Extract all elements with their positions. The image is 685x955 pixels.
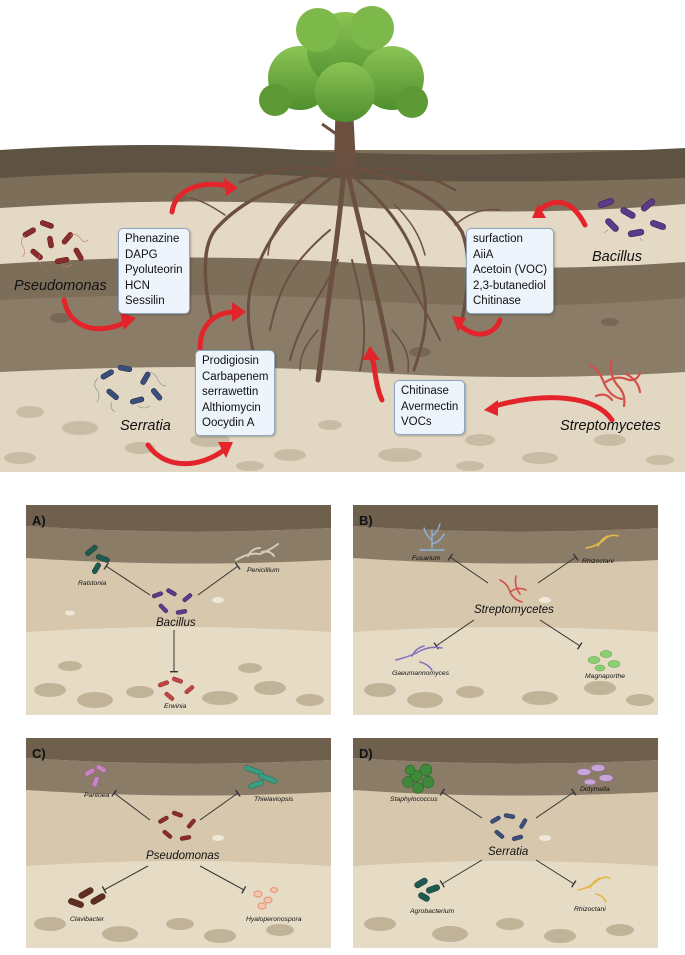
- arrow-pseudomonas-to-box: [61, 297, 129, 332]
- metabolite-label: Avermectin: [401, 400, 459, 413]
- main-arrows: [61, 178, 615, 467]
- panel-d-target-label: Staphylococcus: [390, 796, 438, 803]
- metabolite-label: DAPG: [125, 248, 158, 261]
- metabolite-label: Althiomycin: [202, 401, 261, 414]
- metabolite-label: VOCs: [401, 416, 432, 428]
- streptomycetes-label: Streptomycetes: [560, 418, 661, 434]
- metabolite-label: AiiA: [473, 248, 494, 261]
- metabolite-label: Sessilin: [125, 295, 165, 307]
- panel-a-target-label: Ralstonia: [78, 580, 107, 587]
- metabolite-label: Pyoluteorin: [125, 264, 183, 276]
- arrow-to-root-left-upper: [169, 181, 231, 215]
- root-system: [189, 157, 501, 383]
- metabolite-label: Phenazine: [125, 233, 180, 245]
- staphylococcus-cluster: [402, 763, 435, 794]
- panel-b-target-label: Magnaporthe: [585, 673, 626, 680]
- panel-a-center-label: Bacillus: [156, 617, 196, 629]
- metabolite-label: Oocydin A: [202, 417, 255, 429]
- panel-c-pebbles: [34, 917, 294, 943]
- metabolite-label: serrawettin: [202, 386, 259, 398]
- panel-c-target-label: Pantoea: [84, 792, 110, 799]
- panel-b-target-label: Fusarium: [412, 555, 441, 562]
- pseudomonas-cluster: [21, 220, 89, 268]
- panel-c-center-label: Pseudomonas: [146, 850, 220, 862]
- panel-d: [353, 738, 658, 948]
- pseudomonas-label: Pseudomonas: [14, 278, 107, 294]
- panel-a-target-label: Penicillium: [247, 567, 280, 574]
- metabolite-label: Carbapenem: [202, 370, 269, 383]
- panel-a: [26, 505, 331, 715]
- serratia-metabolites-box: Prodigiosin Carbapenem serrawettin Althi…: [195, 350, 276, 436]
- panel-a-pebbles: [34, 661, 324, 708]
- arrow-bacillus-to-box: [537, 199, 588, 228]
- arrow-to-root-right-upper: [457, 317, 503, 337]
- panel-d-label: D): [359, 746, 373, 761]
- serratia-label: Serratia: [120, 418, 171, 434]
- panel-b-target-label: Gaeumannomyces: [392, 670, 450, 677]
- bacillus-cluster: [595, 194, 667, 242]
- streptomycetes-cluster: [588, 358, 642, 408]
- panel-d-target-label: Rhizoctani: [574, 906, 606, 913]
- streptomycetes-metabolites-box: Chitinase Avermectin VOCs: [394, 380, 466, 435]
- panel-b-target-label: Rhizoctani: [582, 558, 614, 565]
- arrow-streptomycetes-to-box: [492, 395, 615, 423]
- panel-d-target-label: Agrobacterium: [410, 908, 455, 915]
- panel-b-label: B): [359, 513, 373, 528]
- tree: [259, 6, 428, 165]
- panel-d-center-label: Serratia: [488, 846, 529, 858]
- metabolite-label: 2,3-butanediol: [473, 279, 546, 292]
- metabolite-label: Chitinase: [401, 385, 449, 397]
- serratia-cluster: [94, 364, 167, 413]
- bacillus-metabolites-box: surfaction AiiA Acetoin (VOC) 2,3-butane…: [466, 228, 555, 314]
- panel-c-target-label: Hyaloperonospora: [246, 916, 302, 923]
- arrow-serratia-to-box: [145, 442, 227, 467]
- metabolite-label: Acetoin (VOC): [473, 264, 548, 276]
- tree-foliage: [259, 6, 428, 122]
- arrow-to-root-right-lower: [369, 355, 385, 403]
- pseudomonas-metabolites-box: Phenazine DAPG Pyoluteorin HCN Sessilin: [118, 228, 190, 314]
- metabolite-label: surfaction: [473, 233, 523, 245]
- metabolite-label: Chitinase: [473, 295, 521, 307]
- bacillus-label: Bacillus: [592, 249, 642, 265]
- panel-c-target-label: Clavibacter: [70, 916, 104, 923]
- panel-d-pebbles: [364, 917, 634, 943]
- panel-c-target-label: Thielaviopsis: [254, 796, 294, 803]
- panel-b-center-label: Streptomycetes: [474, 604, 554, 616]
- metabolite-label: Prodigiosin: [202, 355, 259, 367]
- panel-b-pebbles: [364, 681, 654, 708]
- panel-a-label: A): [32, 513, 46, 528]
- panel-d-target-label: Didymella: [580, 786, 610, 793]
- metabolite-label: HCN: [125, 279, 150, 292]
- panel-a-target-label: Erwinia: [164, 703, 187, 710]
- panel-c-label: C): [32, 746, 46, 761]
- panel-c: [26, 738, 331, 948]
- arrow-to-root-left-lower: [197, 309, 238, 351]
- panel-b: [353, 505, 658, 715]
